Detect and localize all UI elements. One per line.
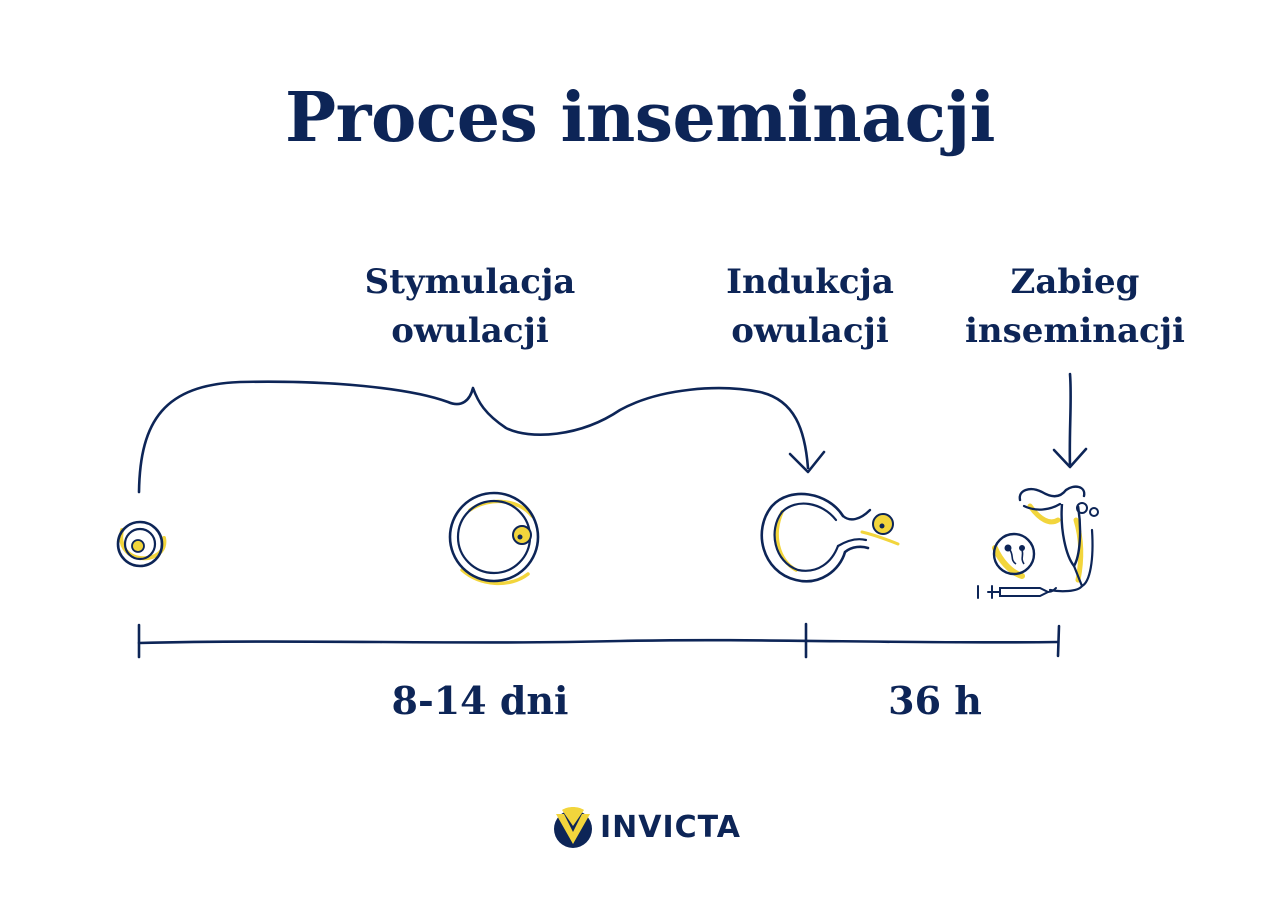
invicta-logo: INVICTA (552, 804, 741, 850)
insemination-arrow (1068, 372, 1072, 468)
stage-label-stimulation-line1: Stymulacja (364, 262, 576, 302)
duration-stimulation-label: 8-14 dni (391, 678, 569, 723)
growing-follicle-icon (448, 491, 540, 586)
insemination-arrow-head (1052, 447, 1088, 469)
stage-label-insemination-line1: Zabieg (1010, 262, 1140, 302)
page-title: Proces inseminacji (285, 78, 995, 158)
stage-label-induction-line1: Indukcja (726, 262, 894, 302)
duration-induction-label: 36 h (888, 678, 982, 723)
ovulation-icon (760, 492, 900, 583)
stimulation-brace (137, 380, 810, 494)
insemination-icon (977, 485, 1099, 599)
timeline-tick-insemination (1056, 624, 1061, 658)
stage-label-insemination-line2: inseminacji (965, 311, 1185, 351)
stage-label-stimulation: Stymulacja owulacji (330, 258, 610, 356)
stage-label-induction: Indukcja owulacji (700, 258, 920, 356)
stage-label-insemination: Zabieg inseminacji (945, 258, 1205, 356)
stage-label-stimulation-line2: owulacji (391, 311, 549, 351)
stage-label-induction-line2: owulacji (731, 311, 889, 351)
induction-arrow-head (788, 450, 826, 474)
small-follicle-icon (116, 520, 167, 568)
logo-text: INVICTA (600, 809, 742, 845)
timeline-axis (137, 638, 1060, 645)
invicta-logo-mark-icon (554, 807, 592, 848)
